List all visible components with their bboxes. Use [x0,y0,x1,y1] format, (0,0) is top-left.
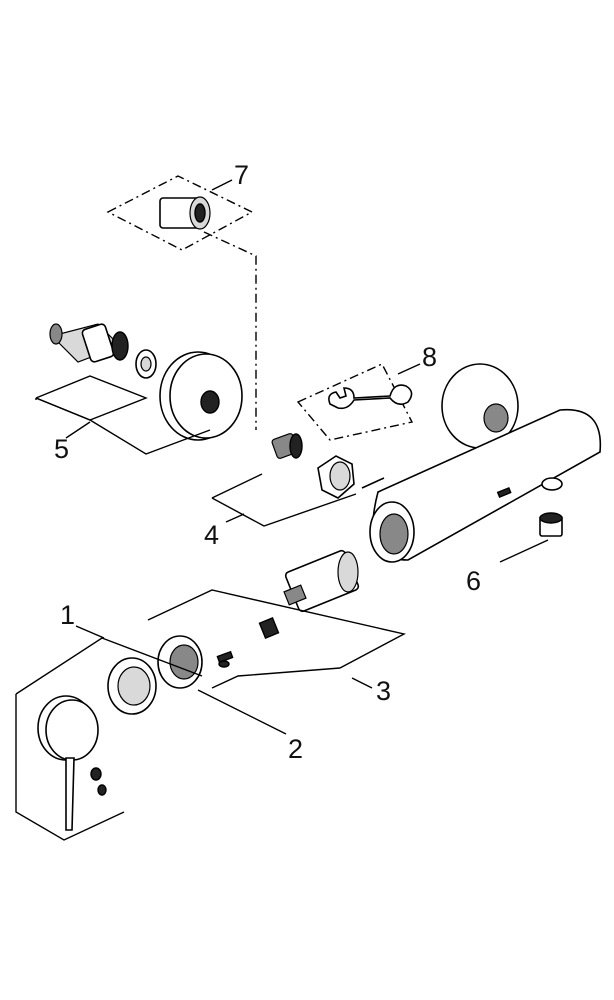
part-4-leader [225,513,245,523]
part-2-bonnet [157,635,203,689]
part-8-group [296,363,421,441]
part-5-group [35,323,243,455]
part-1-setscrew [90,767,107,796]
part-5-bracket-upper [35,375,148,421]
part-6-leader [499,539,549,563]
part-3-leader [351,677,373,689]
part-5-escutcheon [159,351,243,441]
part-3-spline [258,617,280,639]
part-2-leader [197,689,287,735]
part-4-group [211,433,357,527]
part-8-frame [296,363,414,441]
callout-8: 8 [422,342,437,372]
callout-2: 2 [288,734,303,764]
part-5-bracket-lower [89,419,211,455]
part-7-dash-line [203,231,257,430]
part-3-cartridge [258,549,360,639]
mixer-body [361,363,602,563]
part-5-leader [65,421,91,439]
part-1-bracket-lower [15,694,125,841]
callout-1: 1 [60,600,75,630]
part-2-group [107,635,287,735]
part-4-bracket-upper [211,473,263,499]
part-1-bracket-upper [15,637,203,695]
part-2-screw [216,650,234,668]
callout-3: 3 [376,676,391,706]
callout-6: 6 [466,566,481,596]
part-2-ring [107,657,157,715]
callout-4: 4 [204,520,219,550]
callout-7: 7 [234,160,249,190]
part-1-leader [75,625,105,639]
part-8-wrench [328,384,413,410]
part-7-frame [106,175,254,251]
part-5-union [49,323,129,363]
part-3-bracket [147,589,406,669]
mixer-outlet [541,477,563,491]
part-7-cap [159,196,211,230]
part-1-lever [65,757,75,831]
part-7-leader [211,179,233,191]
part-4-nut [317,455,355,499]
part-6-group [499,512,563,563]
part-3-group [147,549,406,689]
part-1-group [15,625,203,841]
part-1-handle [37,695,99,831]
part-8-leader [397,363,421,375]
callout-5: 5 [54,434,69,464]
part-4-bracket-lower [211,493,357,527]
part-4-adapter [271,433,303,459]
part-7-group [106,175,257,430]
